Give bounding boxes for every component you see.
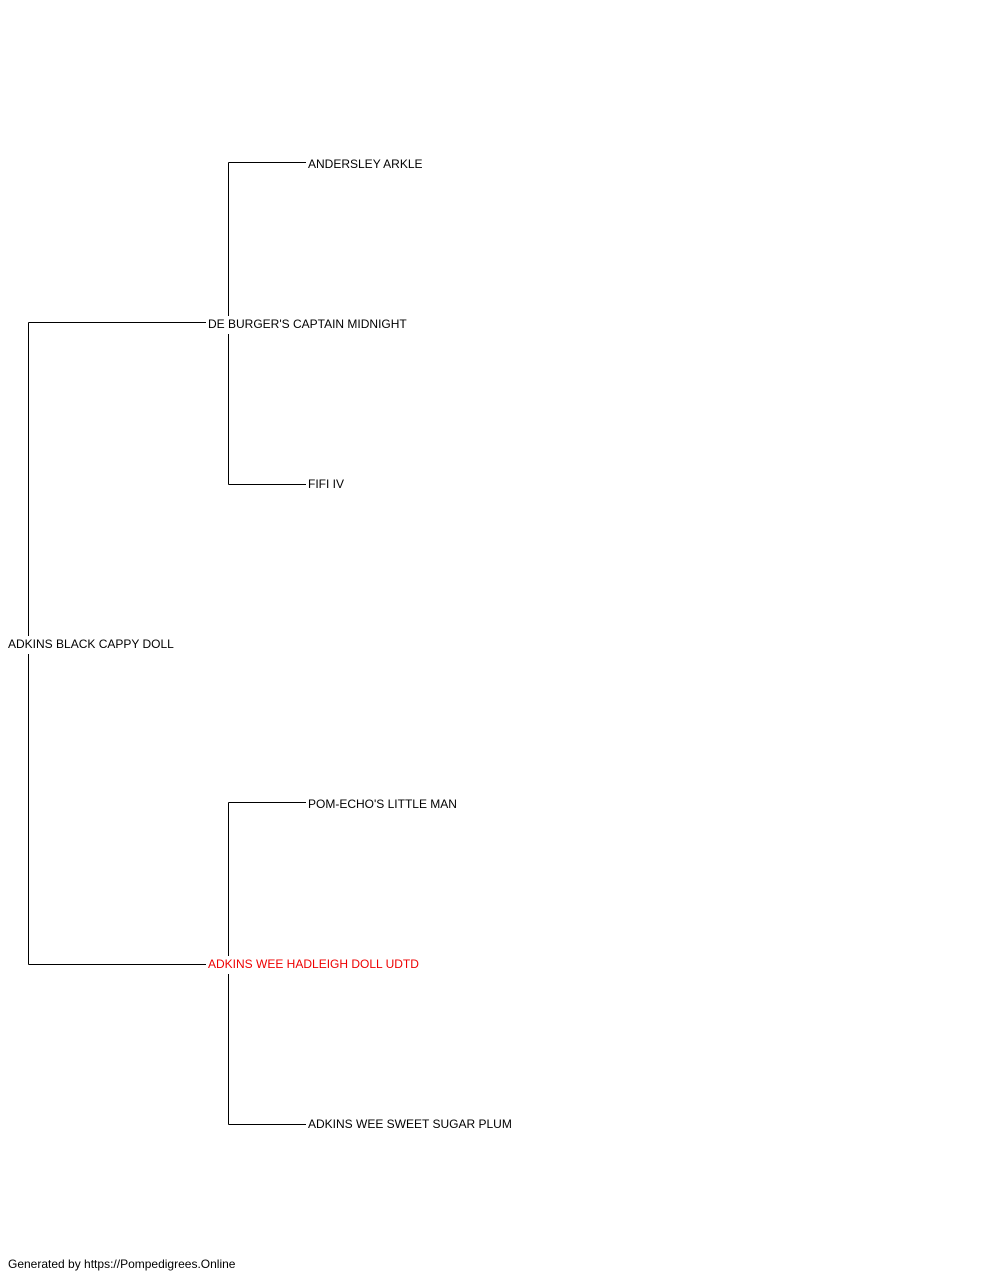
dam-name: ADKINS WEE HADLEIGH DOLL UDTD <box>208 957 421 971</box>
generated-by-footer: Generated by https://Pompedigrees.Online <box>8 1257 236 1271</box>
sire-dam-name: FIFI IV <box>308 477 346 491</box>
sire-sire-name: ANDERSLEY ARKLE <box>308 157 425 171</box>
dam-dam-name: ADKINS WEE SWEET SUGAR PLUM <box>308 1117 514 1131</box>
dam-sire-name: POM-ECHO'S LITTLE MAN <box>308 797 459 811</box>
subject-name: ADKINS BLACK CAPPY DOLL <box>8 637 176 651</box>
sire-name: DE BURGER'S CAPTAIN MIDNIGHT <box>208 317 409 331</box>
